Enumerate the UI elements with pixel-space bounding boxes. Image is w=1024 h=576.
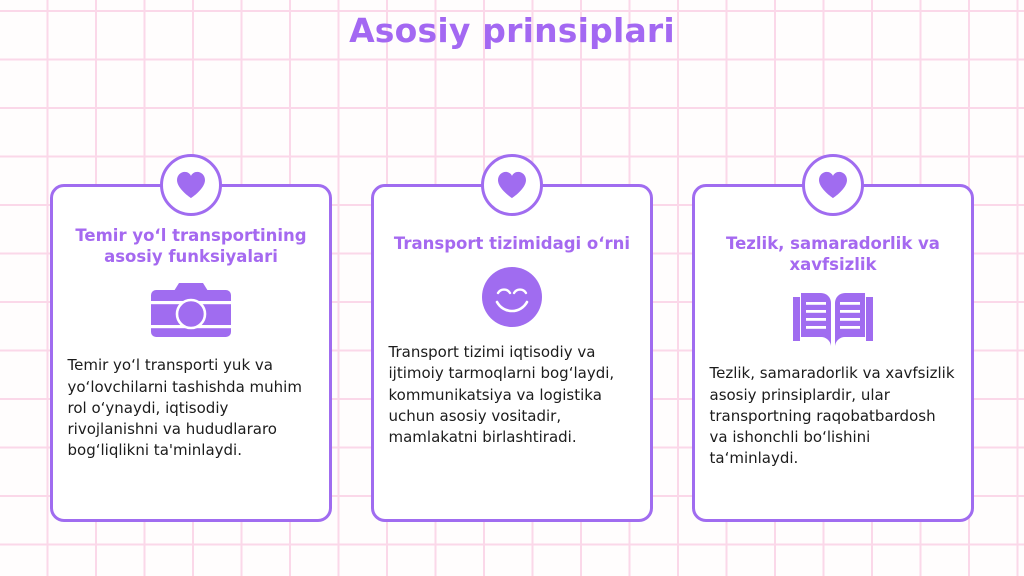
- heart-icon: [497, 171, 527, 199]
- card-icon-slot: [793, 291, 873, 353]
- card-title: Transport tizimidagi o‘rni: [393, 234, 631, 253]
- card-transport-system-role[interactable]: Transport tizimidagi o‘rni Transport tiz…: [371, 154, 653, 522]
- cards-row: Temir yo‘l transportining asosiy funksiy…: [50, 154, 974, 524]
- card-title: Tezlik, samaradorlik va xavfsizlik: [726, 234, 940, 275]
- heart-icon: [176, 171, 206, 199]
- camera-icon: [150, 281, 232, 343]
- card-body-text: Transport tizimi iqtisodiy va ijtimoiy t…: [388, 343, 615, 447]
- open-book-icon: [793, 291, 873, 353]
- card-title: Temir yo‘l transportining asosiy funksiy…: [75, 226, 307, 267]
- heart-icon: [818, 171, 848, 199]
- card-speed-efficiency-safety[interactable]: Tezlik, samaradorlik va xavfsizlik: [692, 154, 974, 522]
- heart-badge: [802, 154, 864, 216]
- smiley-face-icon: [481, 266, 543, 332]
- card-body-text: Tezlik, samaradorlik va xavfsizlik asosi…: [709, 364, 955, 468]
- card-icon-slot: [150, 281, 232, 343]
- heart-badge: [160, 154, 222, 216]
- card-body-text: Temir yo‘l transporti yuk va yo‘lovchila…: [67, 356, 302, 460]
- page-title: Asosiy prinsiplari: [349, 11, 675, 50]
- heart-badge: [481, 154, 543, 216]
- card-rail-functions[interactable]: Temir yo‘l transportining asosiy funksiy…: [50, 154, 332, 522]
- card-icon-slot: [481, 266, 543, 332]
